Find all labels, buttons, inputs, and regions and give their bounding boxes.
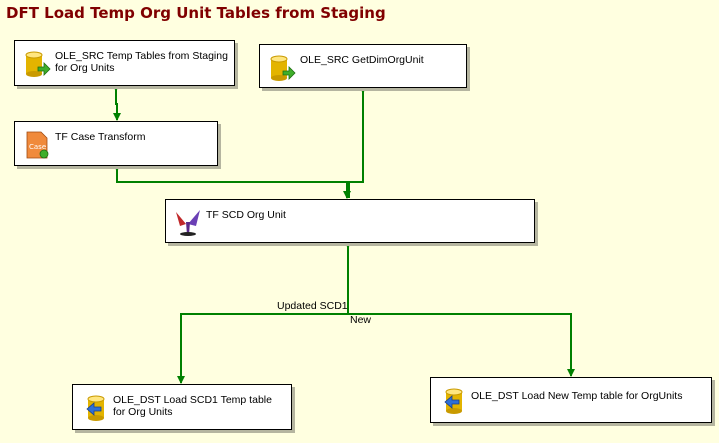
scd-wizard-icon [176,210,200,236]
db-source-icon [25,51,51,77]
flow-case-to-scd[interactable] [116,165,351,199]
flow-scd-new[interactable] [348,313,575,377]
flow-label-new: New [350,314,372,326]
diagram-title: DFT Load Temp Org Unit Tables from Stagi… [6,4,386,22]
case-transform-icon: Case [26,131,49,159]
node-label: OLE_SRC Temp Tables from Staging for Org… [55,50,228,74]
node-tf-scd-org-unit[interactable]: TF SCD Org Unit [165,199,535,243]
node-ole-dst-load-new[interactable]: OLE_DST Load New Temp table for OrgUnits [430,377,712,423]
flow-label-updated-scd1: Updated SCD1 [277,300,348,312]
node-label: TF Case Transform [55,131,146,143]
node-ole-src-getdimorgunit[interactable]: OLE_SRC GetDimOrgUnit [259,44,467,88]
flow-dim-to-scd[interactable] [348,88,364,198]
db-source-icon [270,55,296,81]
db-destination-icon [444,388,463,414]
node-tf-case-transform[interactable]: Case TF Case Transform [14,121,218,166]
db-destination-icon [86,395,105,421]
node-ole-dst-load-scd1[interactable]: OLE_DST Load SCD1 Temp table for Org Uni… [72,384,292,430]
flow-src-to-case[interactable] [113,86,121,121]
node-label: OLE_SRC GetDimOrgUnit [300,54,424,66]
svg-text:Case: Case [29,143,46,151]
node-label: TF SCD Org Unit [206,209,286,221]
node-label: OLE_DST Load New Temp table for OrgUnits [471,390,683,402]
node-ole-src-temp-tables[interactable]: OLE_SRC Temp Tables from Staging for Org… [14,40,235,86]
node-label: OLE_DST Load SCD1 Temp table for Org Uni… [113,394,272,418]
flow-scd-updated-scd1[interactable] [177,243,349,384]
